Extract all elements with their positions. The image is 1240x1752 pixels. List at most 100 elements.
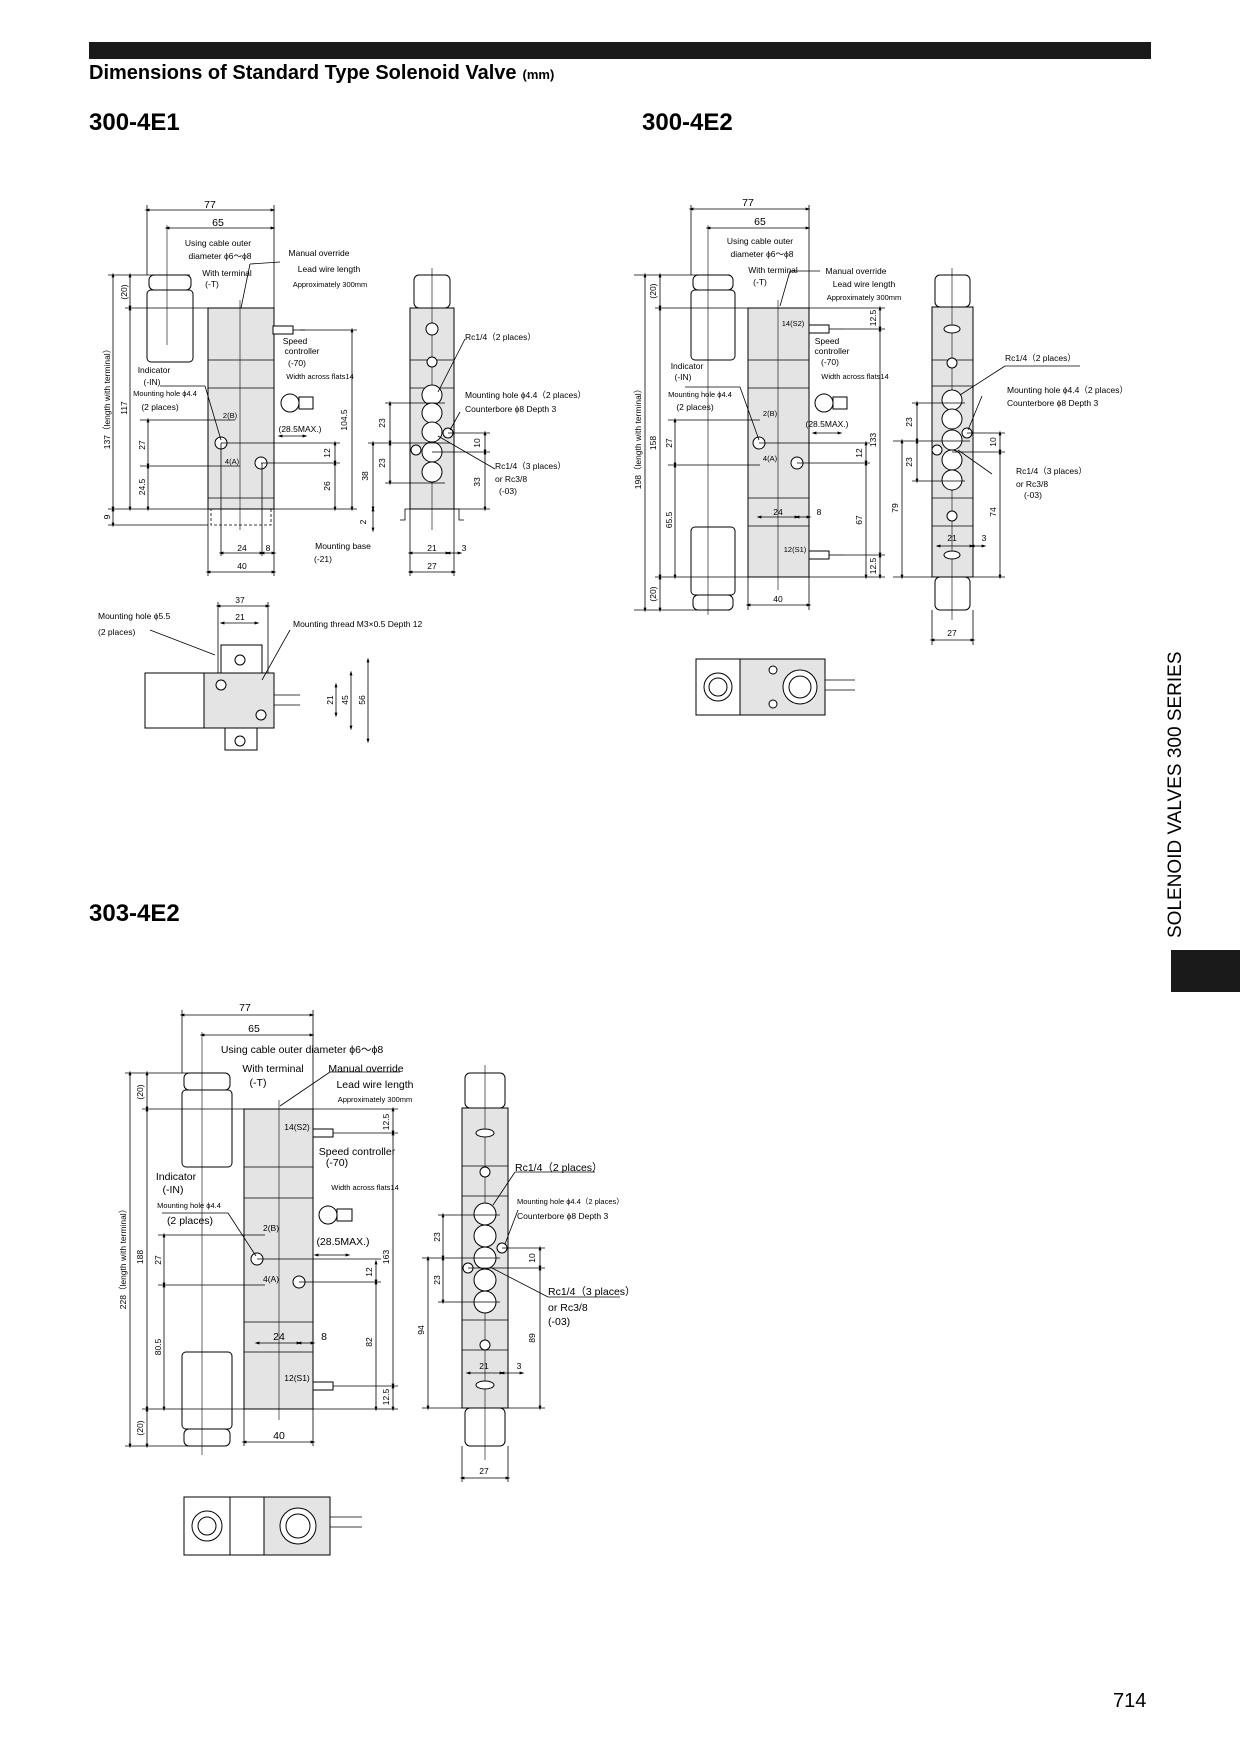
drawing-300-4E1-side-labels: Rc1/4（2 places） Mounting hole ϕ4.4（2 pla… xyxy=(358,332,586,571)
dim-label: 198（length with terminal） xyxy=(633,385,643,489)
callout-rc-code: (-03) xyxy=(548,1316,570,1328)
callout-cable: Using cable outer diameter ϕ6～ϕ8 xyxy=(221,1044,384,1056)
callout-rc-port: Rc1/4（3 places） xyxy=(495,461,566,471)
callout-manual-override: Manual override xyxy=(826,266,887,276)
dim-label: 89 xyxy=(527,1333,537,1343)
dim-label: 40 xyxy=(237,561,247,571)
dim-label: 10 xyxy=(527,1253,537,1263)
dim-label: 65 xyxy=(212,217,224,229)
dim-label: (20) xyxy=(135,1420,145,1435)
callout-counterbore: Counterbore ϕ8 Depth 3 xyxy=(1007,398,1099,408)
dim-label: 26 xyxy=(322,481,332,491)
dim-label: 23 xyxy=(904,417,914,427)
callout-lead-wire: Lead wire length xyxy=(336,1079,413,1091)
dim-label: 27 xyxy=(137,440,147,450)
dim-label: 21 xyxy=(235,612,245,622)
title-unit: (mm) xyxy=(522,67,555,82)
drawing-300-4E2-front-labels: 77 65 Using cable outer diameter ϕ6～ϕ8 W… xyxy=(633,197,901,604)
callout-lead-wire-length: Approximately 300mm xyxy=(338,1095,413,1104)
model-title-303-4E2: 303-4E2 xyxy=(89,900,180,927)
dim-label: 10 xyxy=(472,438,482,448)
dim-label: 158 xyxy=(648,436,658,450)
dim-label: 104.5 xyxy=(339,409,349,431)
callout-mounting-places: (2 places) xyxy=(98,627,135,637)
callout-indicator-code: (-IN) xyxy=(144,377,161,387)
callout-flats: Width across flats14 xyxy=(286,372,354,381)
callout-rc-port: Rc1/4（2 places） xyxy=(465,332,536,342)
callout-mounting-base-code: (-21) xyxy=(314,554,332,564)
cable-gland xyxy=(148,274,192,291)
dim-label: 117 xyxy=(119,401,129,415)
callout-mounting-thread: Mounting thread M3×0.5 Depth 12 xyxy=(293,619,423,629)
dim-label: 24.5 xyxy=(137,478,147,495)
lead-wire-fitting xyxy=(272,325,294,335)
callout-rc-port: Rc1/4（2 places） xyxy=(515,1162,603,1174)
callout-rc-port-alt: or Rc3/8 xyxy=(548,1302,588,1314)
callout-terminal: With terminal xyxy=(748,265,798,275)
callout-cable: Using cable outer xyxy=(727,236,793,246)
dim-label: 27 xyxy=(153,1255,163,1265)
port-label: 4(A) xyxy=(263,1274,279,1284)
port-label: 2(B) xyxy=(263,1223,279,1233)
drawing-300-4E2-side-labels: Rc1/4（2 places） Mounting hole ϕ4.4（2 pla… xyxy=(890,353,1128,638)
callout-speed-controller: Speed xyxy=(815,336,840,346)
dim-label: 77 xyxy=(742,197,754,209)
callout-speed-controller: Speed controller xyxy=(319,1146,396,1158)
callout-lead-wire: Lead wire length xyxy=(298,264,361,274)
callout-speed-code: (-70) xyxy=(326,1157,348,1169)
callout-cable: Using cable outer xyxy=(185,238,251,248)
dim-label: 3 xyxy=(462,543,467,553)
port-label: 14(S2) xyxy=(284,1122,310,1132)
callout-rc-port-alt: or Rc3/8 xyxy=(495,474,527,484)
callout-cable: diameter ϕ6～ϕ8 xyxy=(189,251,252,261)
callout-speed-controller: controller xyxy=(285,346,320,356)
dim-label: 27 xyxy=(427,561,437,571)
dim-label: 23 xyxy=(377,458,387,468)
dim-label: 12 xyxy=(364,1267,374,1277)
dim-label: 133 xyxy=(868,433,878,447)
port-label: 12(S1) xyxy=(784,545,807,554)
dim-label: 65 xyxy=(248,1023,260,1035)
dim-label: 38 xyxy=(360,471,370,481)
callout-counterbore: Counterbore ϕ8 Depth 3 xyxy=(517,1211,609,1221)
drawing-300-4E1-side xyxy=(368,268,496,576)
drawing-303-4E2-front-labels: 77 65 Using cable outer diameter ϕ6～ϕ8 W… xyxy=(118,1002,414,1442)
dim-label: (28.5MAX.) xyxy=(279,424,322,434)
callout-speed-code: (-70) xyxy=(821,357,839,367)
drawing-300-4E1-bottom-labels: 37 21 Mounting hole ϕ5.5 (2 places) Moun… xyxy=(98,595,423,705)
callout-terminal: With terminal xyxy=(242,1063,303,1075)
callout-mounting-places: (2 places) xyxy=(676,402,713,412)
callout-indicator-code: (-IN) xyxy=(675,372,692,382)
dim-label: 33 xyxy=(472,477,482,487)
dim-label: (20) xyxy=(648,586,658,601)
callout-mounting-places: (2 places) xyxy=(167,1215,213,1227)
dim-label: 137（length with terminal） xyxy=(102,345,112,449)
dim-label: (20) xyxy=(119,284,129,299)
callout-flats: Width across flats14 xyxy=(821,372,889,381)
coil-connector xyxy=(146,289,194,363)
dim-label: (20) xyxy=(135,1084,145,1099)
dim-label: 12.5 xyxy=(868,557,878,574)
dim-label: 8 xyxy=(321,1331,327,1343)
callout-rc-port: Rc1/4（3 places） xyxy=(1016,466,1087,476)
callout-lead-wire-length: Approximately 300mm xyxy=(293,280,368,289)
dim-label: 65.5 xyxy=(664,511,674,528)
header-bar xyxy=(89,42,1151,59)
dim-label: 45 xyxy=(340,695,350,705)
dim-label: 12 xyxy=(854,448,864,458)
dim-label: 23 xyxy=(904,457,914,467)
drawing-300-4E2-bottom xyxy=(695,658,855,716)
model-title-300-4E2: 300-4E2 xyxy=(642,109,733,136)
callout-manual-override: Manual override xyxy=(328,1063,403,1075)
callout-mounting-hole: Mounting hole ϕ4.4（2 places） xyxy=(1007,385,1128,395)
drawing-303-4E2-front xyxy=(125,1010,400,1455)
dim-label: 12 xyxy=(322,448,332,458)
dim-label: 56 xyxy=(357,695,367,705)
drawing-303-4E2-side-labels: Rc1/4（2 places） Mounting hole ϕ4.4（2 pla… xyxy=(416,1162,636,1476)
dim-label: 10 xyxy=(988,437,998,447)
callout-mounting-hole: Mounting hole ϕ4.4（2 places） xyxy=(517,1197,624,1206)
valve-body xyxy=(207,307,275,510)
callout-rc-code: (-03) xyxy=(1024,490,1042,500)
dim-label: 228（length with terminal） xyxy=(118,1205,128,1309)
